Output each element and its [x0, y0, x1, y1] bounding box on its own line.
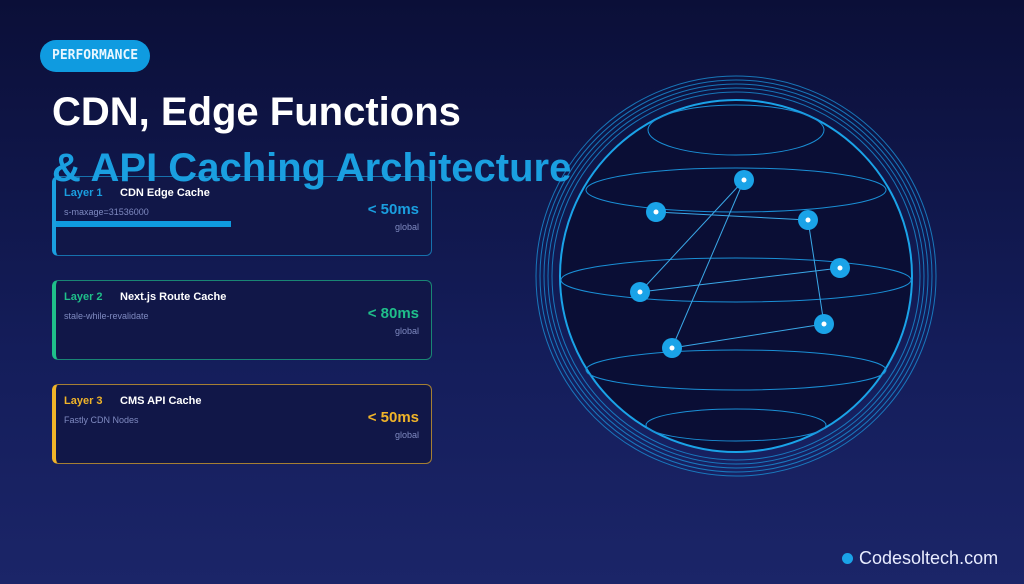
- layer-scope: global: [394, 430, 419, 440]
- layer-latency: < 80ms: [367, 305, 419, 322]
- brand-name: Codesoltech.com: [859, 548, 999, 568]
- globe-sphere: [559, 99, 913, 453]
- page-subtitle: & API Caching Architecture: [52, 146, 572, 190]
- layer-name: CMS API Cache: [120, 395, 202, 407]
- layer-detail: s-maxage=31536000: [64, 207, 149, 217]
- layer-name: Next.js Route Cache: [120, 291, 227, 303]
- layer-label: Layer 3: [64, 395, 103, 407]
- progress-bar: [56, 221, 231, 227]
- layer-scope: global: [394, 222, 419, 232]
- category-badge: PERFORMANCE: [40, 40, 151, 72]
- layer-card-3: Layer 3 CMS API Cache Fastly CDN Nodes <…: [52, 384, 432, 464]
- page-title: CDN, Edge Functions: [52, 90, 461, 134]
- layer-detail: Fastly CDN Nodes: [64, 415, 139, 425]
- layer-name: CDN Edge Cache: [120, 187, 210, 199]
- layer-card-1: Layer 1 CDN Edge Cache s-maxage=31536000…: [52, 176, 432, 256]
- layer-label: Layer 2: [64, 291, 103, 303]
- layer-latency: < 50ms: [367, 201, 419, 218]
- brand-dot-icon: [842, 553, 853, 564]
- layer-card-2: Layer 2 Next.js Route Cache stale-while-…: [52, 280, 432, 360]
- layer-scope: global: [394, 326, 419, 336]
- layer-latency: < 50ms: [367, 409, 419, 426]
- layer-label: Layer 1: [64, 187, 103, 199]
- brand-footer: Codesoltech.com: [842, 548, 998, 569]
- layer-detail: stale-while-revalidate: [64, 311, 149, 321]
